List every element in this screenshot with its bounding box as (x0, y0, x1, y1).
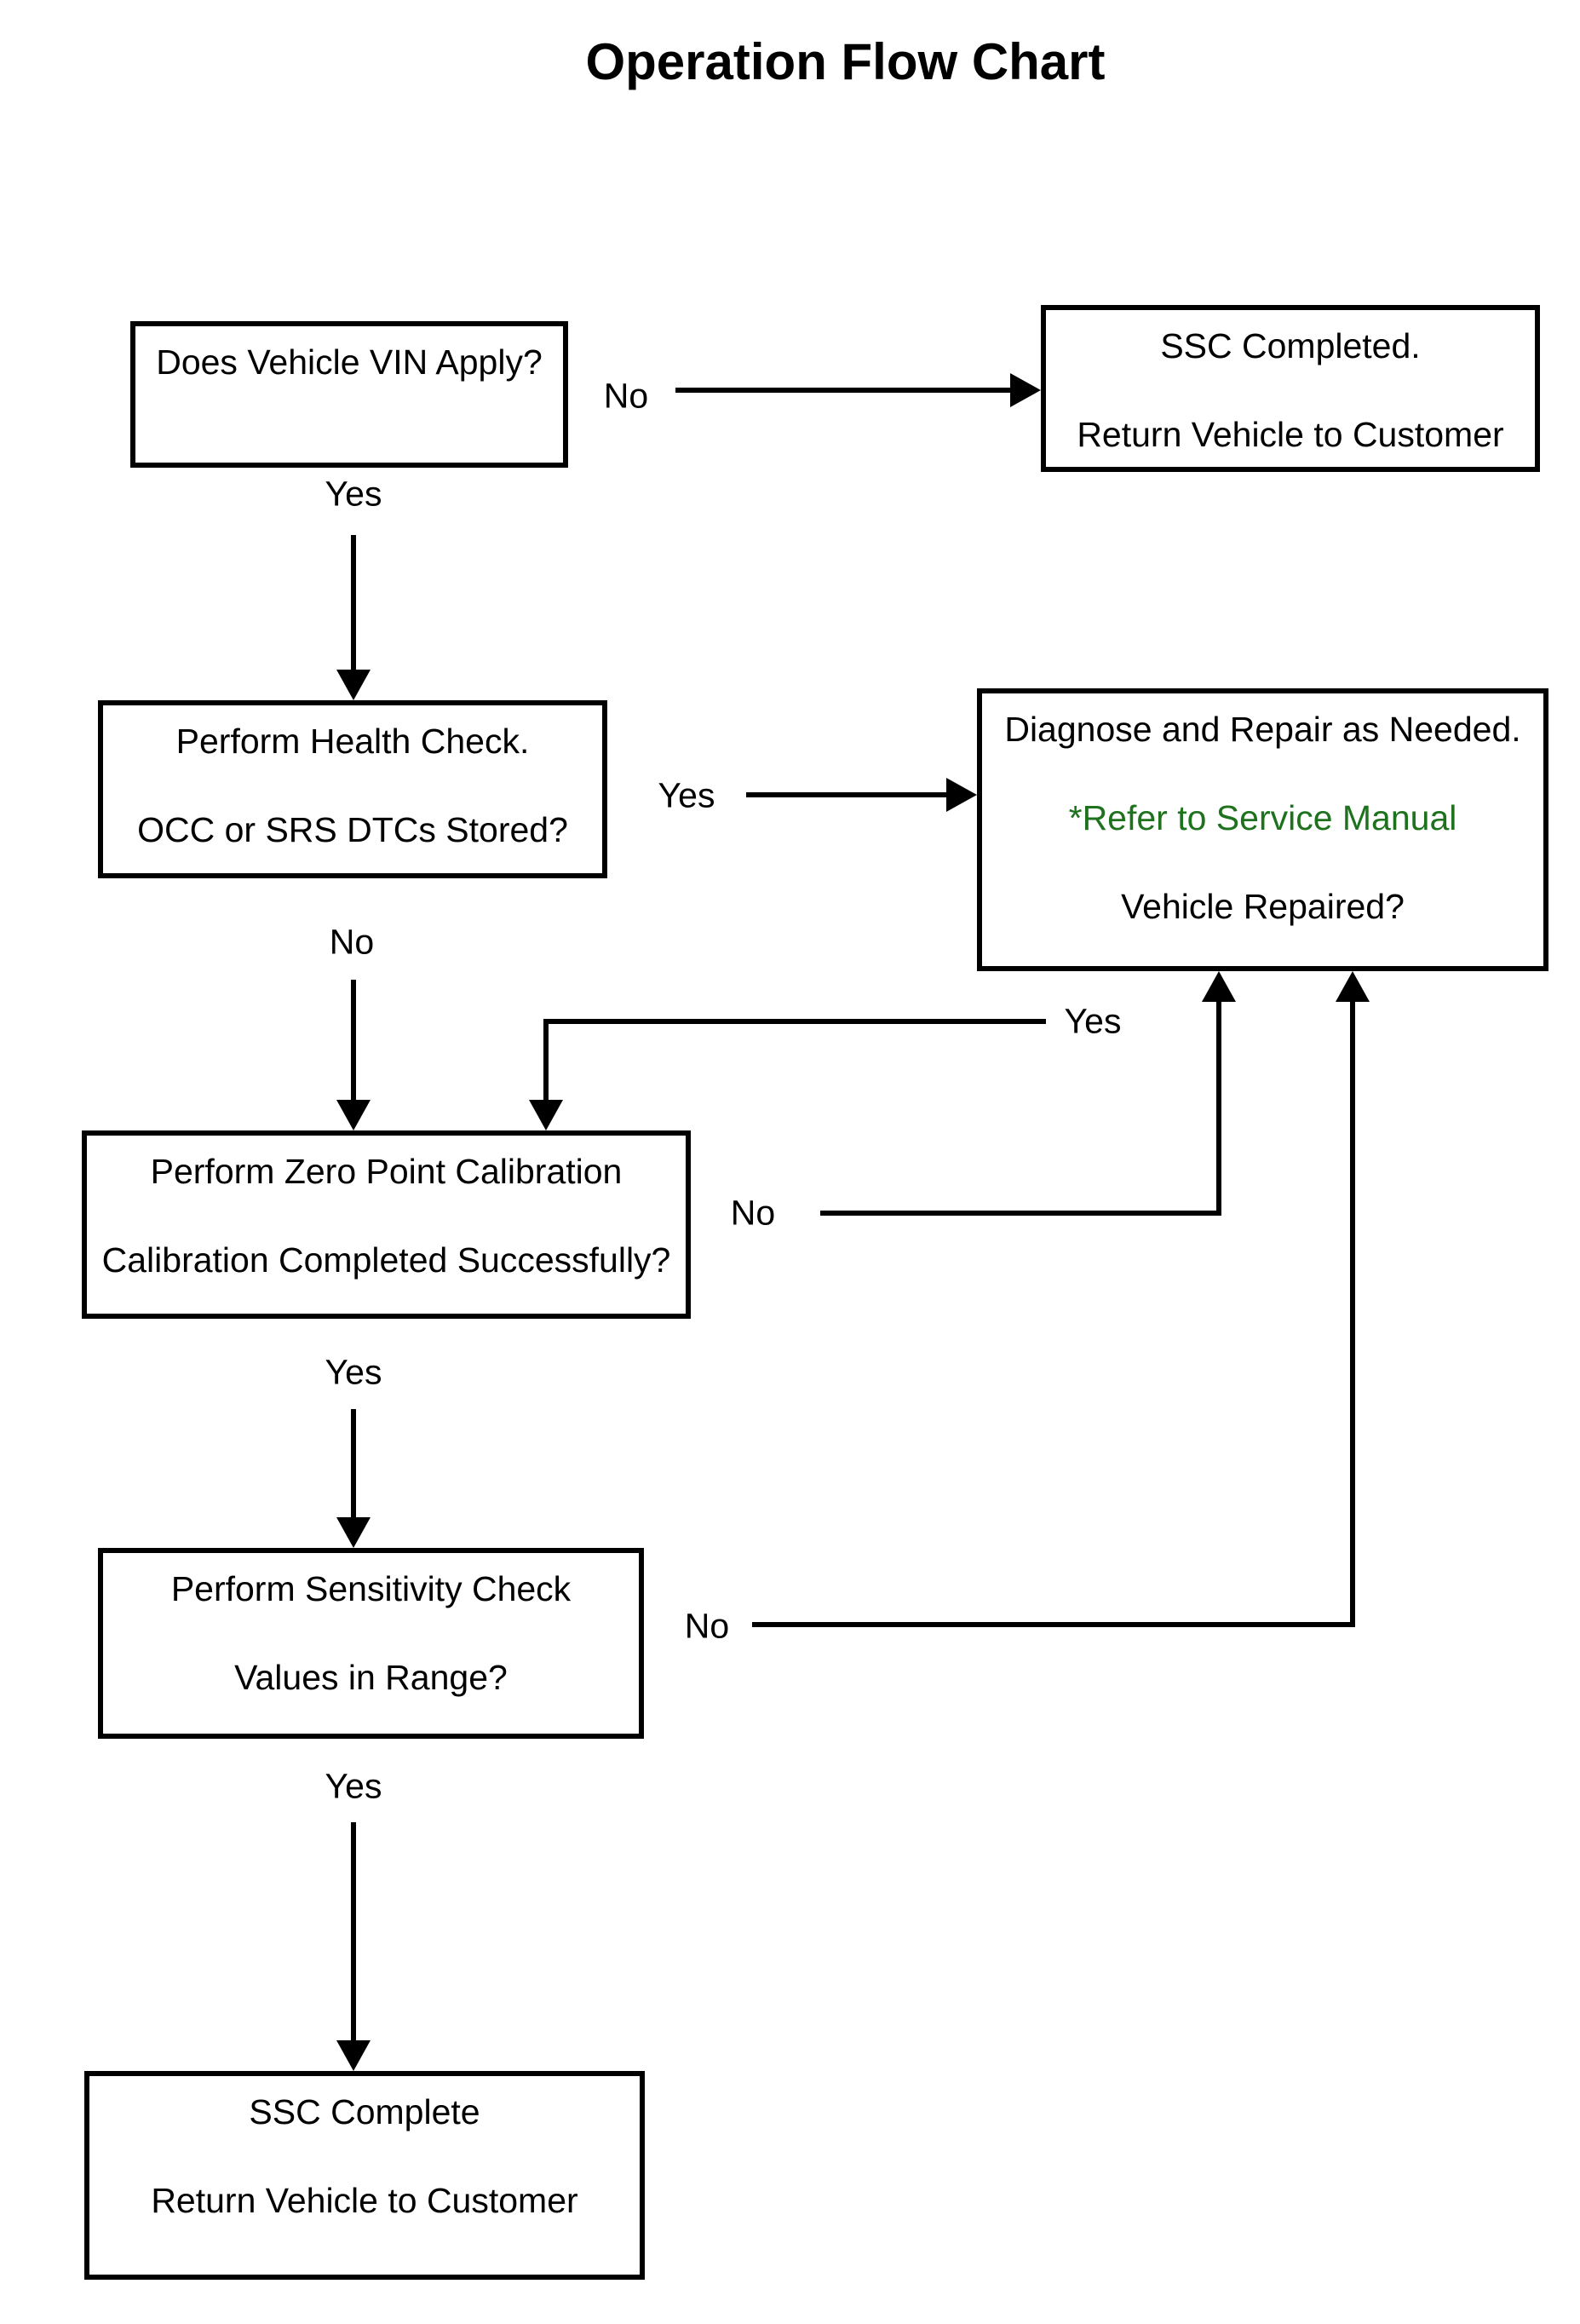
connector-dtc-no-line (351, 980, 356, 1100)
arrowhead-calibration-no (1202, 971, 1236, 1002)
node-ssc-completed: SSC Completed. Return Vehicle to Custome… (1041, 305, 1540, 472)
connector-range-no-hline (752, 1622, 1355, 1627)
edge-label-dtc-yes: Yes (658, 775, 715, 815)
node-text-line: SSC Completed. (1160, 325, 1421, 365)
node-zero-point-calibration: Perform Zero Point Calibration Calibrati… (82, 1130, 691, 1319)
edge-label-calibration-yes: Yes (325, 1352, 382, 1392)
node-text-line: Perform Zero Point Calibration (150, 1151, 623, 1191)
connector-calibration-no-hline (820, 1211, 1221, 1216)
node-text-line: Perform Health Check. (175, 721, 530, 761)
connector-range-no-vline (1350, 1002, 1355, 1627)
node-ssc-complete: SSC Complete Return Vehicle to Customer (84, 2071, 645, 2280)
page-title: Operation Flow Chart (585, 33, 1106, 90)
connector-vin-yes-line (351, 535, 356, 670)
edge-label-calibration-no: No (730, 1193, 776, 1233)
connector-dtc-yes-line (746, 792, 946, 797)
node-text-line: Calibration Completed Successfully? (101, 1240, 671, 1280)
connector-calibration-yes-line (351, 1409, 356, 1517)
connector-vin-no-line (675, 388, 1013, 393)
node-vin-check: Does Vehicle VIN Apply? (130, 321, 568, 468)
edge-label-repaired-yes: Yes (1064, 1001, 1122, 1041)
node-text-line: Diagnose and Repair as Needed. (1004, 709, 1521, 749)
arrowhead-repaired-yes (529, 1100, 563, 1130)
node-text-line: Does Vehicle VIN Apply? (156, 342, 543, 382)
node-text-line: Return Vehicle to Customer (151, 2180, 578, 2220)
edge-label-vin-no: No (603, 376, 649, 416)
node-health-check: Perform Health Check. OCC or SRS DTCs St… (98, 700, 607, 878)
node-text-line: SSC Complete (249, 2091, 480, 2131)
node-text-line: Values in Range? (234, 1657, 508, 1697)
arrowhead-range-yes (336, 2040, 371, 2071)
arrowhead-dtc-yes (946, 778, 977, 812)
node-text-line: Perform Sensitivity Check (170, 1568, 572, 1608)
node-text-line-accent: *Refer to Service Manual (1068, 797, 1457, 837)
edge-label-vin-yes: Yes (325, 474, 382, 514)
arrowhead-dtc-no (336, 1100, 371, 1130)
arrowhead-vin-no (1010, 373, 1041, 407)
edge-label-range-yes: Yes (325, 1766, 382, 1806)
connector-range-yes-line (351, 1822, 356, 2040)
connector-calibration-no-vline (1216, 1002, 1221, 1216)
connector-repaired-yes-hline (543, 1019, 1046, 1024)
arrowhead-calibration-yes (336, 1517, 371, 1548)
node-diagnose-repair: Diagnose and Repair as Needed. *Refer to… (977, 688, 1548, 971)
arrowhead-range-no (1336, 971, 1370, 1002)
node-sensitivity-check: Perform Sensitivity Check Values in Rang… (98, 1548, 644, 1739)
edge-label-dtc-no: No (329, 922, 375, 962)
node-text-line: Vehicle Repaired? (1121, 886, 1405, 926)
edge-label-range-no: No (684, 1606, 730, 1646)
arrowhead-vin-yes (336, 670, 371, 700)
node-text-line: OCC or SRS DTCs Stored? (137, 809, 568, 849)
connector-repaired-yes-vline (543, 1019, 549, 1100)
node-text-line: Return Vehicle to Customer (1077, 414, 1504, 454)
